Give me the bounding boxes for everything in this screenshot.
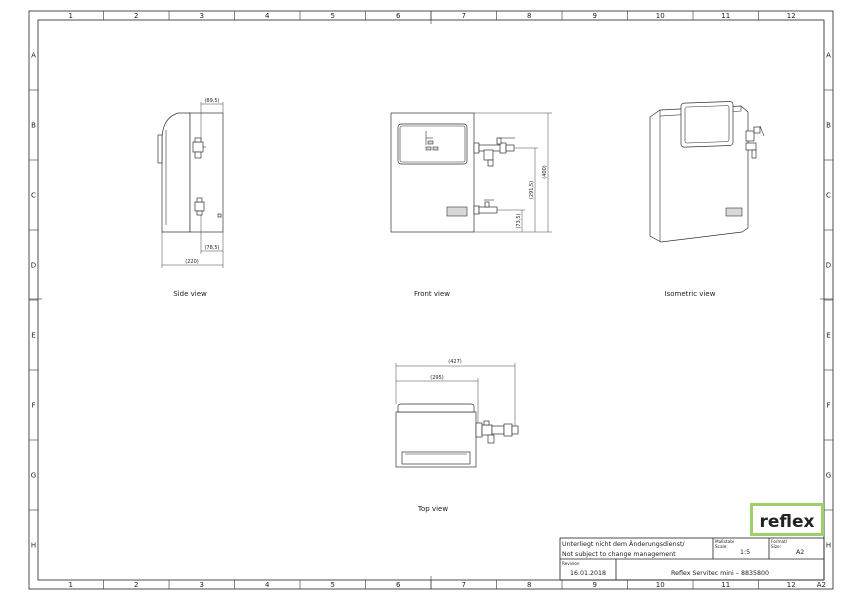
scale-label-de: Maßstab/ [715,539,735,544]
column-label-bottom: 4 [265,581,270,589]
column-label-bottom: 2 [134,581,138,589]
row-label-right: B [826,122,831,130]
row-label-right: G [826,472,831,480]
isometric-view [649,101,765,243]
column-label-top: 10 [656,12,665,20]
side-view-handle [157,134,163,164]
side-dim-bottom: (220) [185,259,198,265]
front-view-valve-upper [473,137,515,167]
format-value: A2 [796,549,804,556]
row-label-left: A [31,52,36,60]
side-view: (89,5) (78,5) (220) [157,98,224,268]
column-label-bottom: 3 [200,581,204,589]
front-dim-mid: (291,5) [529,181,535,199]
row-label-left: D [31,262,36,270]
scale-label-en: Scale: [715,544,728,549]
front-view-label: Front view [414,290,450,298]
top-view-handle [401,451,471,465]
sheet-size-mark: A2 [817,581,826,589]
column-label-bottom: 11 [721,581,730,589]
top-dim-outer: (427) [448,359,461,365]
row-label-left: H [31,542,36,550]
reflex-logo: reflex [750,503,824,536]
title-block-notice-line1: Unterliegt nicht dem Änderungsdienst/ [562,539,685,548]
front-dim-total: (400) [542,165,548,178]
top-view: (427) (295) [395,359,519,468]
revision-date: 16.01.2018 [570,570,606,577]
format-label-de: Format/ [771,539,788,544]
side-view-cover [161,112,191,233]
title-block-notice-line2: Not subject to change management [562,551,676,558]
front-view: (400) (291,5) (73,5) [390,112,552,233]
side-dim-bottom-small: (78,5) [204,245,219,251]
drawing-title: Reflex Servitec mini – 8835800 [671,570,769,577]
top-view-label: Top view [417,505,448,513]
side-view-valve-lower [194,197,205,216]
row-label-left: C [31,192,36,200]
column-label-top: 9 [593,12,597,20]
isometric-view-valves [745,125,765,159]
column-label-top: 6 [396,12,401,20]
row-label-left: E [31,332,35,340]
side-view-label: Side view [173,290,207,298]
row-label-left: B [31,122,36,130]
isometric-view-display [680,101,734,148]
column-label-bottom: 5 [331,581,335,589]
column-label-top: 12 [787,12,796,20]
scale-value: 1:5 [740,549,750,556]
column-label-bottom: 1 [69,581,73,589]
row-label-right: F [826,402,830,410]
row-label-left: G [31,472,36,480]
row-label-right: E [826,332,830,340]
row-label-right: H [826,542,831,550]
front-dim-low: (73,5) [516,213,522,228]
row-label-right: C [826,192,831,200]
reflex-logo-text: reflex [759,512,814,532]
column-label-top: 11 [721,12,730,20]
top-dim-inner: (295) [430,375,443,381]
front-view-logo-plate [446,206,468,217]
column-label-top: 2 [134,12,138,20]
row-label-right: D [826,262,831,270]
isometric-view-logo-plate [725,207,743,217]
side-view-valve-upper [192,137,206,159]
outer-frame [28,10,834,590]
column-label-bottom: 9 [593,581,597,589]
column-label-bottom: 8 [527,581,531,589]
column-label-top: 4 [265,12,270,20]
side-view-body [189,112,224,233]
format-label-en: Size: [771,544,781,549]
column-label-top: 3 [200,12,204,20]
column-label-bottom: 6 [396,581,401,589]
centering-marks [29,11,833,589]
side-dim-top: (89,5) [204,98,219,104]
column-label-top: 7 [462,12,466,20]
row-label-right: A [826,52,831,60]
front-view-display-symbols [425,131,439,151]
column-label-top: 5 [331,12,335,20]
isometric-view-label: Isometric view [665,290,716,298]
top-view-cover [397,403,475,413]
top-view-valves [475,420,519,444]
column-label-bottom: 12 [787,581,796,589]
column-label-top: 8 [527,12,531,20]
front-view-valve-lower [473,199,498,215]
row-label-left: F [31,402,35,410]
column-label-bottom: 7 [462,581,466,589]
column-label-bottom: 10 [656,581,665,589]
revision-label: Revision [562,561,580,566]
title-block: Unterliegt nicht dem Änderungsdienst/ No… [559,537,825,581]
column-label-top: 1 [69,12,73,20]
